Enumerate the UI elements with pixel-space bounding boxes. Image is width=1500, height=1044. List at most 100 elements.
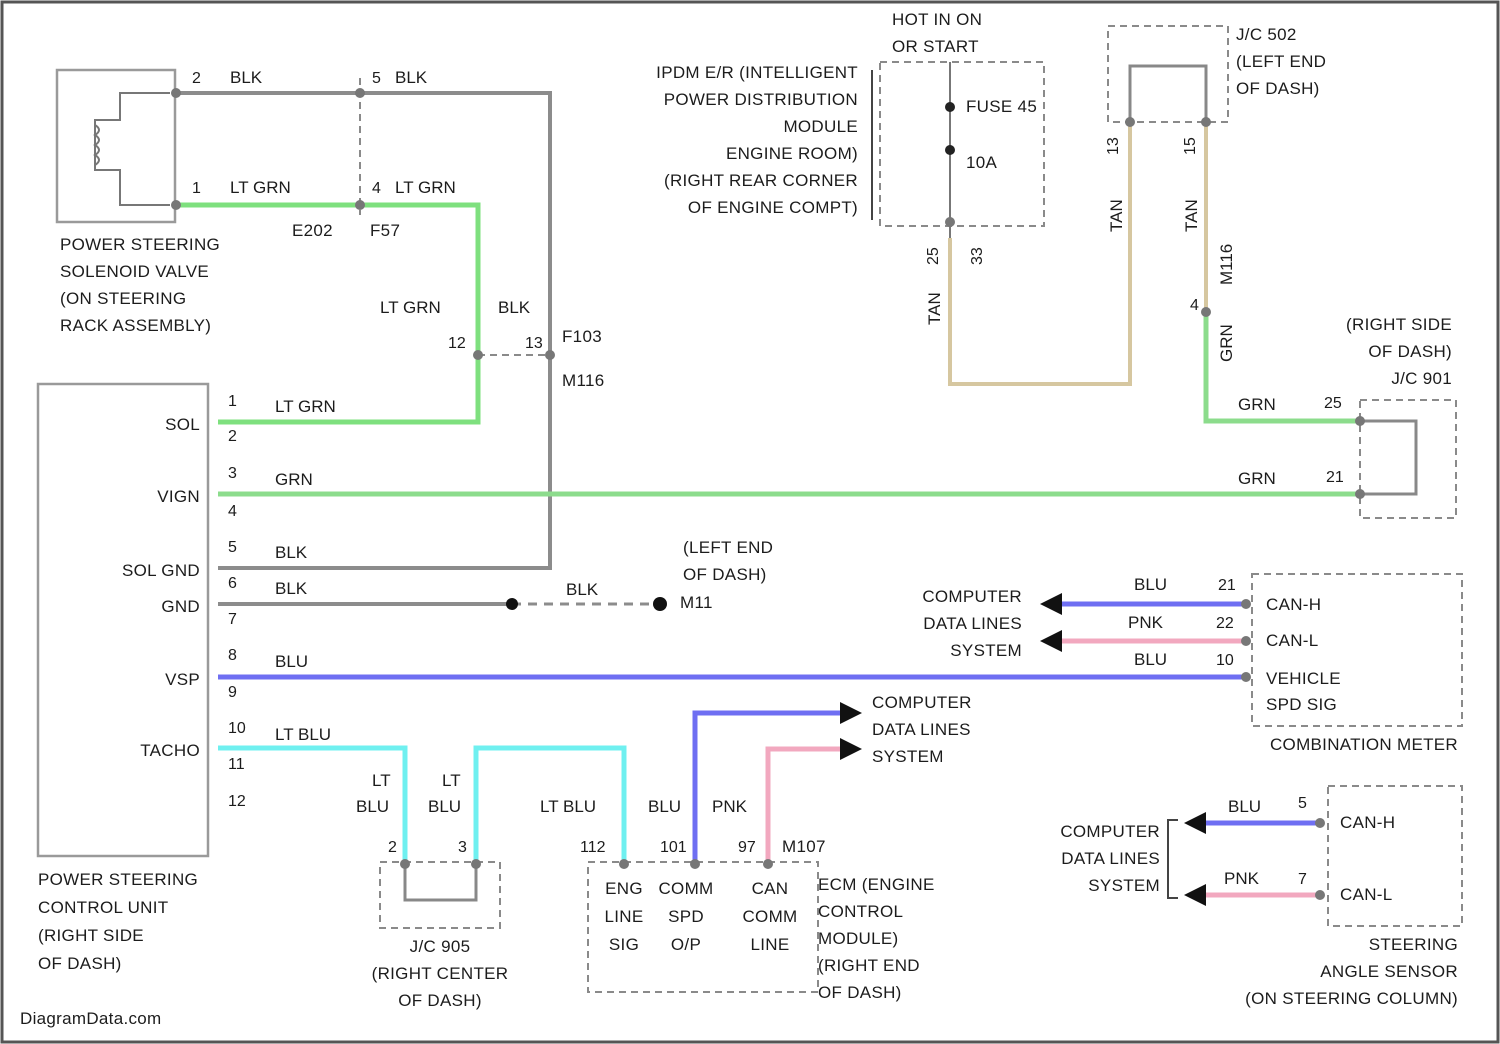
ecm-pin-name: O/P [671, 935, 701, 954]
cdl-label: COMPUTER [872, 693, 972, 712]
wire-label-ltblu: LT BLU [275, 725, 331, 744]
ground-point-m11 [653, 597, 667, 611]
pin-number: 12 [228, 793, 246, 810]
wire-label-lt: LT [372, 771, 391, 790]
cdl-arrow-sas-canl [1184, 884, 1206, 906]
pin-number: 4 [372, 180, 381, 197]
ipdm-label: MODULE [783, 117, 858, 136]
connector-f57: F57 [370, 221, 400, 240]
wire-label-ltgrn: LT GRN [230, 178, 291, 197]
wire-label-ltblu: LT BLU [540, 797, 596, 816]
pin-number: 10 [228, 720, 246, 737]
ecm-label: CONTROL [818, 902, 903, 921]
wire-label-grn: GRN [1217, 324, 1236, 362]
wire-label-blk: BLK [275, 579, 308, 598]
cdl-arrow-canh [1040, 593, 1062, 615]
connector-f103: F103 [562, 327, 602, 346]
jc905-label: J/C 905 [410, 937, 471, 956]
ps-solenoid-component [57, 70, 181, 222]
cdl-label: DATA LINES [1061, 849, 1160, 868]
wire-label-ltgrn: LT GRN [380, 298, 441, 317]
ipdm-label: IPDM E/R (INTELLIGENT [656, 63, 858, 82]
connector-m116: M116 [562, 371, 604, 390]
pin-number: 15 [1182, 137, 1199, 155]
wire-label-blk: BLK [395, 68, 428, 87]
ecm-label: OF DASH) [818, 983, 902, 1002]
jc905-label: (RIGHT CENTER [372, 964, 509, 983]
solenoid-label: POWER STEERING [60, 235, 220, 254]
sas-label: STEERING [1369, 935, 1458, 954]
wire-label-tan: TAN [925, 292, 944, 325]
meter-pin-spd-sig: SPD SIG [1266, 695, 1337, 714]
ecm-pin-name: LINE [605, 907, 644, 926]
wire-label-pnk: PNK [1224, 869, 1260, 888]
wire-label-blu: BLU [1134, 575, 1167, 594]
ps-control-unit [38, 384, 208, 856]
ps-unit-pin-name: TACHO [140, 741, 200, 760]
ps-unit-pin-name: VSP [165, 670, 200, 689]
ecm-label: (RIGHT END [818, 956, 920, 975]
pin-number: 5 [228, 539, 237, 556]
jc502-label: (LEFT END [1236, 52, 1326, 71]
wire-label-tan: TAN [1182, 199, 1201, 232]
pin-number: 97 [738, 839, 756, 856]
ecm-pin-name: COMM [658, 879, 713, 898]
pin-number: 9 [228, 684, 237, 701]
jc901-box [1360, 400, 1456, 518]
wire-label-blu: BLU [356, 797, 389, 816]
wire-label-blu: BLU [1228, 797, 1261, 816]
ipdm-label: OF ENGINE COMPT) [688, 198, 858, 217]
pin-number: 7 [228, 611, 237, 628]
ground-splice [506, 598, 518, 610]
connector-m11: M11 [680, 593, 713, 612]
pin-number: 5 [372, 70, 381, 87]
solenoid-label: (ON STEERING [60, 289, 186, 308]
jc905-label: OF DASH) [398, 991, 482, 1010]
jc901-label: OF DASH) [1368, 342, 1452, 361]
jc901-label: (RIGHT SIDE [1346, 315, 1452, 334]
ground-label: OF DASH) [683, 565, 767, 584]
ps-unit-label: POWER STEERING [38, 870, 198, 889]
ecm-pin-name: ENG [605, 879, 643, 898]
pin-number: 25 [925, 247, 942, 265]
cdl-arrow-canl [1040, 630, 1062, 652]
watermark-text: DiagramData.com [20, 1009, 162, 1028]
wire-label-pnk: PNK [1128, 613, 1164, 632]
ipdm-label: (RIGHT REAR CORNER [664, 171, 858, 190]
cdl-arrow-sas-canh [1184, 812, 1206, 834]
connector-m107: M107 [782, 837, 826, 856]
wire-label-blu: BLU [428, 797, 461, 816]
ipdm-label: ENGINE ROOM) [726, 144, 858, 163]
pin-number: 4 [228, 503, 237, 520]
pin-number: 21 [1326, 469, 1344, 486]
connector-e202: E202 [292, 221, 333, 240]
ecm-pin-name: SPD [668, 907, 704, 926]
jc502-label: J/C 502 [1236, 25, 1297, 44]
pin-number: 101 [660, 839, 687, 856]
combination-meter-label: COMBINATION METER [1270, 735, 1458, 754]
wire-label-blk: BLK [566, 580, 599, 599]
wire-label-blu: BLU [275, 652, 308, 671]
wire-label-blu: BLU [1134, 650, 1167, 669]
cdl-label: SYSTEM [1088, 876, 1160, 895]
sas-label: (ON STEERING COLUMN) [1245, 989, 1458, 1008]
wire-label-blk: BLK [498, 298, 531, 317]
pin-number: 33 [969, 247, 986, 265]
jc901-label: J/C 901 [1391, 369, 1452, 388]
ipdm-label: POWER DISTRIBUTION [664, 90, 858, 109]
pin-number: 10 [1216, 652, 1234, 669]
sas-pin-canh: CAN-H [1340, 813, 1395, 832]
pin-number: 1 [228, 393, 237, 410]
ps-unit-label: CONTROL UNIT [38, 898, 168, 917]
wire-label-tan: TAN [1107, 199, 1126, 232]
pin-number: 5 [1298, 795, 1307, 812]
cdl-arrow-ecm-canl [840, 738, 862, 760]
ecm-label: ECM (ENGINE [818, 875, 935, 894]
meter-pin-canl: CAN-L [1266, 631, 1319, 650]
ps-unit-label: OF DASH) [38, 954, 122, 973]
wire-label-pnk: PNK [712, 797, 748, 816]
ps-unit-label: (RIGHT SIDE [38, 926, 144, 945]
cdl-label: COMPUTER [1060, 822, 1160, 841]
wire-label-grn: GRN [275, 470, 313, 489]
